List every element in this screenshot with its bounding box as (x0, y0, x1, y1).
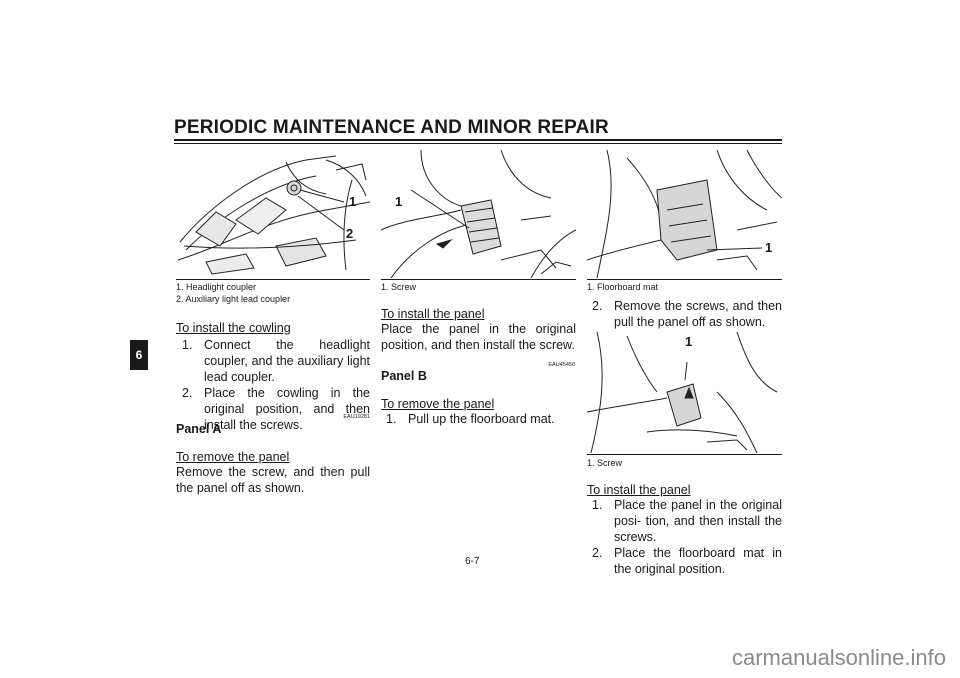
step-item: 1. Place the panel in the original posi-… (592, 497, 782, 545)
figure-panel-a: 1 (381, 150, 576, 278)
section-code: EAU45450 (548, 362, 575, 368)
watermark-text: carmanualsonline.info (731, 645, 946, 670)
illustration-cowling (177, 155, 370, 275)
install-cowling-heading: To install the cowling (176, 321, 291, 335)
step-text: Place the cowling in the original positi… (204, 386, 370, 432)
remove-panel-steps: 1. Pull up the floorboard mat. (386, 411, 576, 427)
install-panel-text: Place the panel in the original position… (381, 322, 576, 352)
step-text: Connect the headlight coupler, and the a… (204, 338, 370, 384)
caption-rule (381, 279, 576, 280)
remove-panel-heading: To remove the panel (381, 397, 495, 411)
section-code: EAU19281 (343, 414, 370, 420)
step-number: 2. (592, 546, 603, 560)
callout-1: 1 (685, 334, 693, 349)
step-number: 1. (386, 412, 397, 426)
step-number: 1. (182, 338, 193, 352)
chapter-tab: 6 (130, 340, 148, 370)
figure-caption: 1. Floorboard mat (587, 281, 658, 293)
figure-caption: 1. Screw (381, 281, 416, 293)
step-text: Remove the screws, and then pull the pan… (614, 299, 782, 329)
figure-caption: 1. Headlight coupler 2. Auxiliary light … (176, 281, 290, 305)
watermark: carmanualsonline.info (0, 645, 960, 671)
remove-screws-step: 2. Remove the screws, and then pull the … (592, 298, 782, 330)
caption-line-1: 1. Floorboard mat (587, 282, 659, 292)
page-number: 6-7 (465, 556, 480, 567)
step-text: Pull up the floorboard mat. (408, 412, 555, 426)
figure-headlight-couplers: 1 2 (176, 150, 370, 278)
install-panel-heading: To install the panel (381, 307, 485, 321)
caption-line-1: 1. Screw (587, 458, 623, 468)
step-number: 2. (182, 386, 193, 400)
step-text: Place the panel in the original posi- ti… (614, 498, 782, 544)
step-number: 2. (592, 299, 603, 313)
remove-panel-text: Remove the screw, and then pull the pane… (176, 465, 370, 495)
callout-1: 1 (765, 240, 773, 255)
callout-1: 1 (349, 194, 357, 209)
caption-rule (587, 279, 782, 280)
install-panel-heading: To install the panel (587, 483, 691, 497)
step-text: Place the floorboard mat in the original… (614, 546, 782, 576)
install-cowling-steps: 1. Connect the headlight coupler, and th… (182, 337, 370, 433)
panel-b-heading: Panel B (381, 369, 427, 383)
step-item: 2. Place the cowling in the original pos… (182, 385, 370, 433)
caption-line-2: 2. Auxiliary light lead coupler (176, 294, 291, 304)
illustration-floorboard (587, 150, 782, 278)
page-title: PERIODIC MAINTENANCE AND MINOR REPAIR (174, 117, 609, 138)
remove-panel-heading: To remove the panel (176, 450, 290, 464)
step-number: 1. (592, 498, 603, 512)
caption-line-1: 1. Headlight coupler (176, 282, 257, 292)
figure-panel-b-screw: 1 (587, 332, 782, 453)
step-item: 2. Place the floorboard mat in the origi… (592, 545, 782, 577)
callout-2: 2 (346, 226, 354, 241)
callout-1: 1 (395, 194, 403, 209)
step-item: 1. Pull up the floorboard mat. (386, 411, 576, 427)
header-rule (174, 139, 782, 141)
figure-floorboard-mat: 1 (587, 150, 782, 278)
figure-caption: 1. Screw (587, 457, 622, 469)
illustration-panel-a (381, 150, 576, 278)
header-rule-thin (174, 143, 782, 144)
illustration-panel-b (587, 332, 778, 453)
caption-rule (587, 454, 782, 455)
step-item: 1. Connect the headlight coupler, and th… (182, 337, 370, 385)
install-panel-steps: 1. Place the panel in the original posi-… (592, 497, 782, 577)
step-item: 2. Remove the screws, and then pull the … (592, 298, 782, 330)
panel-a-heading: Panel A (176, 422, 222, 436)
caption-line-1: 1. Screw (381, 282, 417, 292)
caption-rule (176, 279, 370, 280)
